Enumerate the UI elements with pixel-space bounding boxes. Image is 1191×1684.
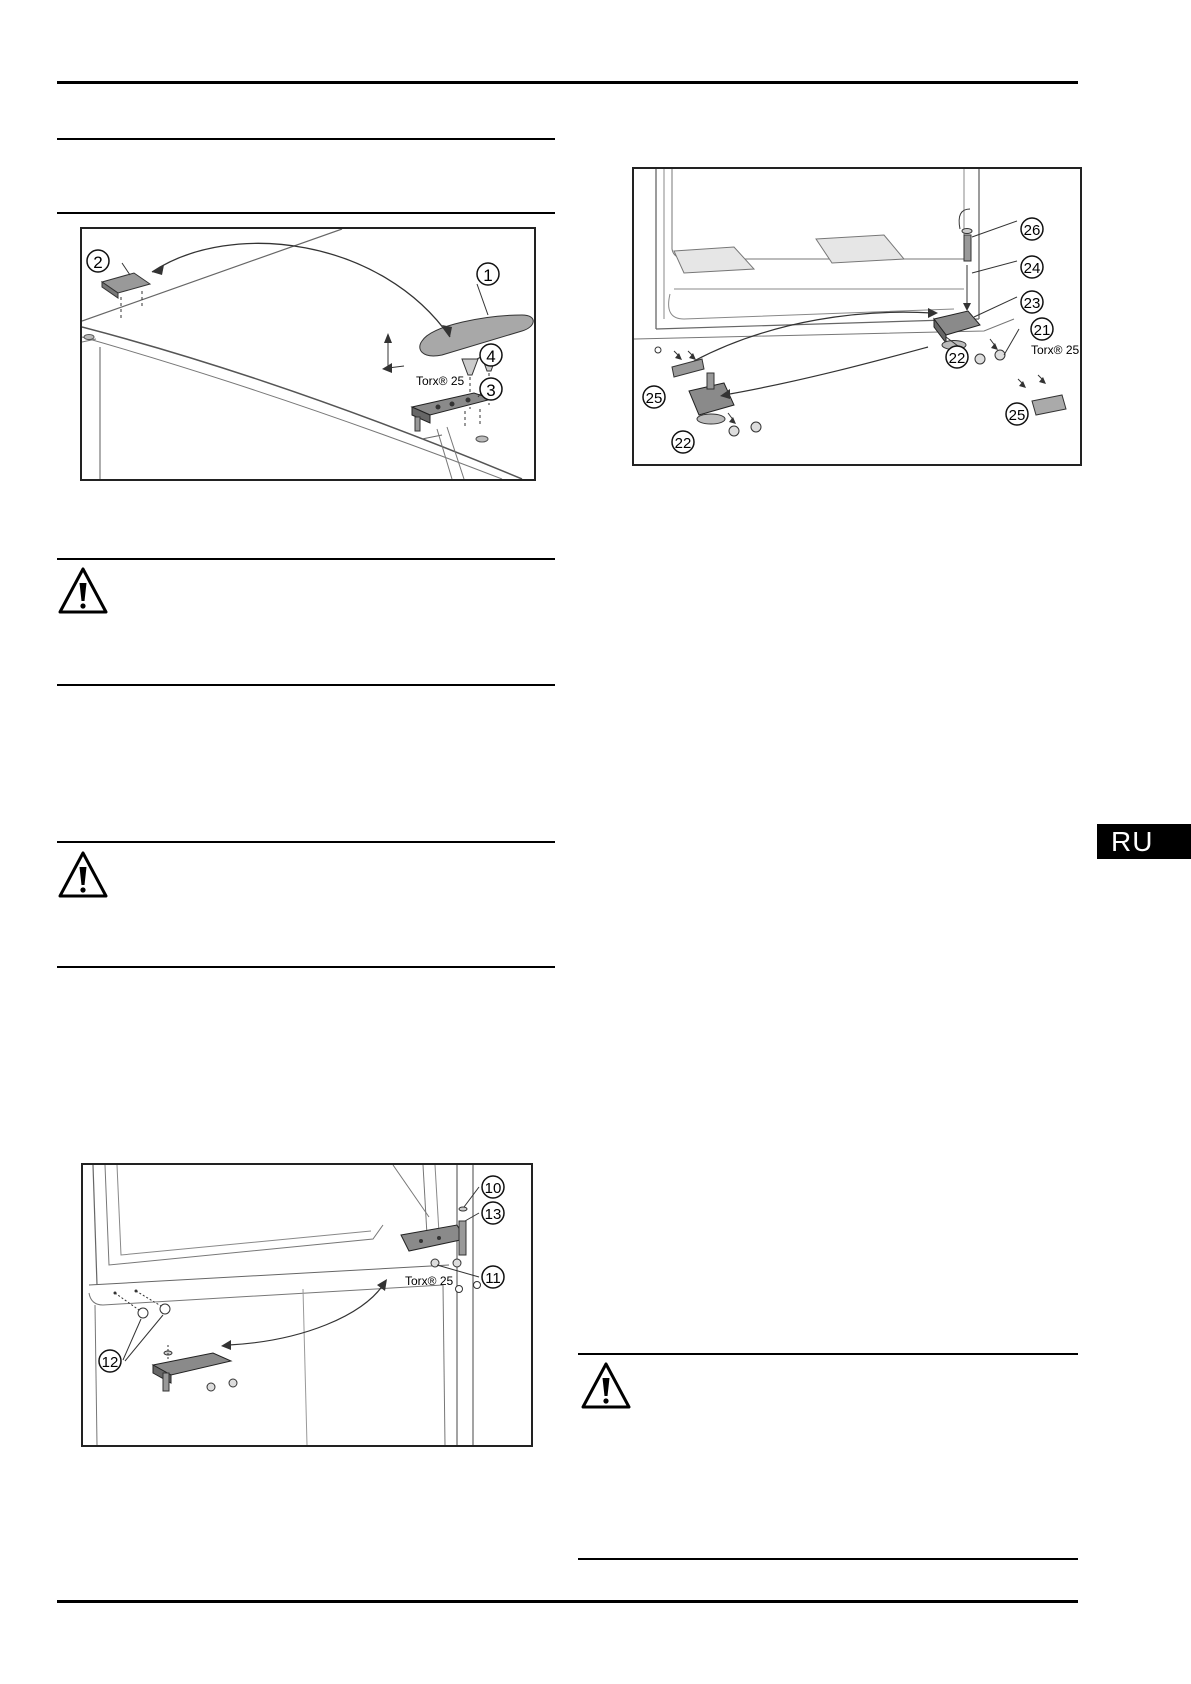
callout-label: 2: [93, 253, 102, 272]
figure-top-hinge: 2 1 4 3 Torx® 25: [80, 227, 536, 481]
callout-label: 24: [1024, 260, 1041, 277]
warning-triangle-icon: [57, 850, 109, 900]
section-rule: [57, 558, 555, 560]
callout-label: 1: [483, 266, 492, 285]
footer-rule: [57, 1600, 1078, 1603]
section-rule: [57, 138, 555, 140]
callout-label: 22: [949, 350, 966, 367]
callout-label: 13: [485, 1206, 502, 1223]
figure-bottom-hinge: 26 24 23 21 Torx® 25 22 25 22 25: [632, 167, 1082, 466]
section-rule: [57, 212, 555, 214]
callout-label: 12: [102, 1354, 119, 1371]
language-tab-label: RU: [1111, 825, 1154, 857]
language-tab: RU: [1097, 824, 1191, 859]
callout-label: 4: [486, 347, 495, 366]
header-rule: [57, 81, 1078, 84]
torx-label: Torx® 25: [405, 1274, 454, 1288]
section-rule: [57, 684, 555, 686]
callout-label: 22: [675, 435, 692, 452]
callout-label: 23: [1024, 295, 1041, 312]
callout-label: 25: [646, 390, 663, 407]
section-rule: [578, 1353, 1078, 1355]
callout-label: 26: [1024, 222, 1041, 239]
figure-middle-hinge: 10 13 11 12 Torx® 25: [81, 1163, 533, 1447]
warning-triangle-icon: [580, 1361, 632, 1411]
torx-label: Torx® 25: [1031, 343, 1080, 357]
callout-label: 3: [486, 381, 495, 400]
section-rule: [578, 1558, 1078, 1560]
section-rule: [57, 841, 555, 843]
callout-label: 25: [1009, 407, 1026, 424]
callout-label: 11: [485, 1270, 501, 1287]
warning-triangle-icon: [57, 566, 109, 616]
section-rule: [57, 966, 555, 968]
callout-label: 10: [485, 1180, 502, 1197]
torx-label: Torx® 25: [416, 374, 465, 388]
callout-label: 21: [1034, 322, 1051, 339]
